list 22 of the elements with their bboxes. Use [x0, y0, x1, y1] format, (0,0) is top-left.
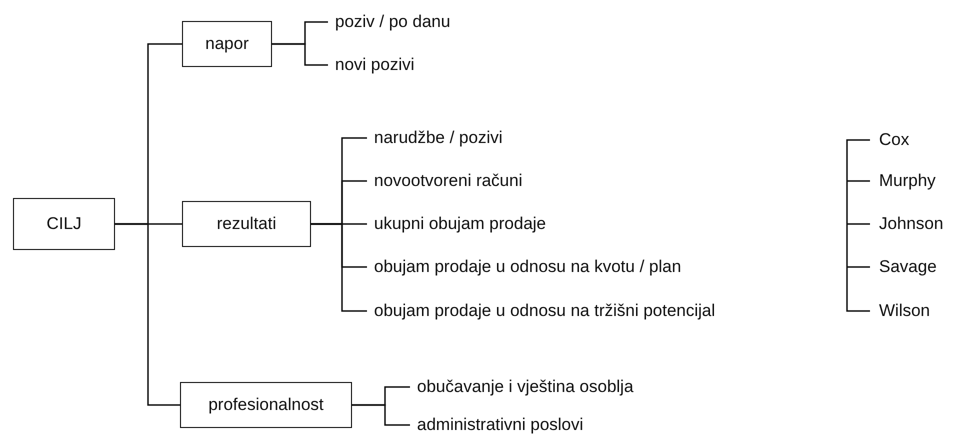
connector-line: [272, 43, 328, 66]
category-box: profesionalnost: [180, 382, 352, 428]
item-text: ukupni obujam prodaje: [367, 211, 546, 237]
name-label: Murphy: [879, 170, 936, 192]
item-text: narudžbe / pozivi: [367, 125, 503, 151]
category-box: CILJ: [13, 198, 115, 250]
name-label: Johnson: [879, 213, 944, 235]
item-text: novootvoreni računi: [367, 168, 522, 194]
item-text: administrativni poslovi: [410, 412, 584, 437]
item-text: obučavanje i vještina osoblja: [410, 374, 634, 400]
name-label: Cox: [879, 129, 910, 151]
category-box: rezultati: [182, 201, 311, 247]
item-text: obujam prodaje u odnosu na tržišni potencijal: [367, 298, 716, 324]
item-text: obujam prodaje u odnosu na kvotu / plan: [367, 254, 682, 280]
connector-line: [115, 223, 180, 406]
item-text: poziv / po danu: [328, 9, 450, 35]
category-box: napor: [182, 21, 272, 67]
connector-line: [311, 223, 367, 312]
item-text: novi pozivi: [328, 52, 414, 78]
connector-line: [352, 404, 410, 426]
name-label: Wilson: [879, 300, 930, 322]
name-label: Savage: [879, 256, 937, 278]
